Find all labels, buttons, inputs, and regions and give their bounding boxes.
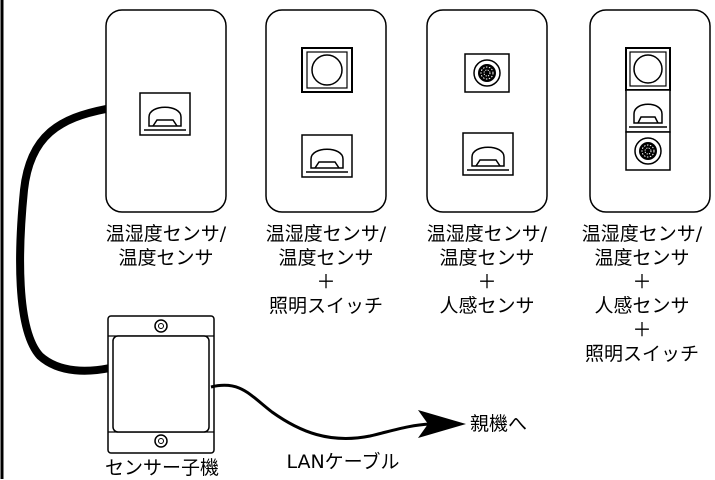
rj-jack-icon bbox=[625, 89, 671, 133]
plate-3 bbox=[426, 9, 548, 213]
plate-4-label: 温湿度センサ/ 温度センサ ＋ 人感センサ ＋ 照明スイッチ bbox=[581, 223, 703, 365]
lan-cable bbox=[210, 383, 431, 440]
rj-jack-icon bbox=[301, 134, 353, 178]
sensor-child-unit bbox=[107, 315, 215, 454]
motion-sensor-icon bbox=[625, 131, 671, 171]
rj-jack-icon bbox=[462, 132, 514, 176]
parent-unit-label: 親機へ bbox=[470, 413, 528, 435]
plate-2 bbox=[265, 9, 387, 213]
motion-sensor-icon bbox=[464, 53, 510, 93]
lan-cable-label: LANケーブル bbox=[286, 451, 400, 473]
child-unit-label: センサー子機 bbox=[104, 457, 219, 479]
plate-4 bbox=[589, 9, 711, 213]
arrow-head-icon bbox=[418, 410, 466, 438]
plate-1 bbox=[105, 9, 227, 213]
light-switch-icon bbox=[301, 47, 353, 93]
plate-3-label: 温湿度センサ/ 温度センサ ＋ 人感センサ bbox=[426, 223, 548, 317]
light-switch-icon bbox=[625, 47, 671, 91]
sensor-cable bbox=[16, 105, 114, 375]
plate-2-label: 温湿度センサ/ 温度センサ ＋ 照明スイッチ bbox=[265, 223, 387, 317]
plate-1-label: 温湿度センサ/ 温度センサ bbox=[105, 223, 227, 269]
rj-jack-icon bbox=[139, 92, 191, 136]
